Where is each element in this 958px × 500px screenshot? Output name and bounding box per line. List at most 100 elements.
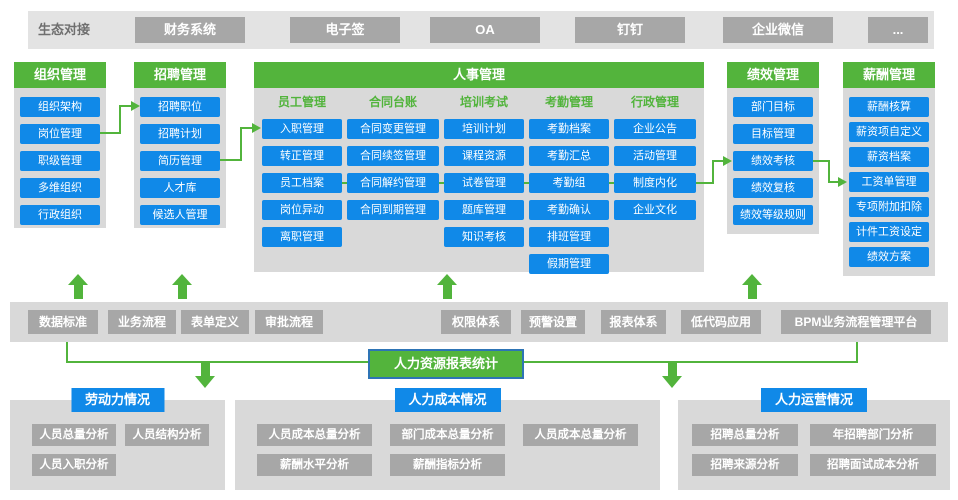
column-header: 组织管理 [14, 62, 106, 88]
module-item[interactable]: 试卷管理 [444, 173, 524, 193]
analysis-item[interactable]: 人员总量分析 [32, 424, 116, 446]
module-item[interactable]: 部门目标 [733, 97, 813, 117]
module-item[interactable]: 制度内化 [614, 173, 696, 193]
module-item[interactable]: 转正管理 [262, 146, 342, 166]
platform-button[interactable]: 业务流程 [108, 310, 176, 334]
module-item[interactable]: 专项附加扣除 [849, 197, 929, 217]
platform-button[interactable]: 数据标准 [28, 310, 98, 334]
column-salary: 薪酬管理 薪酬核算 薪资项自定义 薪资档案 工资单管理 专项附加扣除 计件工资设… [843, 62, 935, 276]
module-item[interactable]: 多维组织 [20, 178, 100, 198]
analysis-item[interactable]: 薪酬水平分析 [257, 454, 372, 476]
module-item[interactable]: 假期管理 [529, 254, 609, 274]
arrow-up-icon [437, 274, 457, 299]
eco-system-button-more[interactable]: ... [868, 17, 928, 43]
panel-cost: 人力成本情况 人员成本总量分析 部门成本总量分析 人员成本总量分析 薪酬水平分析… [235, 388, 660, 490]
module-item[interactable]: 绩效方案 [849, 247, 929, 267]
module-item[interactable]: 薪资档案 [849, 147, 929, 167]
column-header: 人事管理 [254, 62, 704, 88]
module-item[interactable]: 目标管理 [733, 124, 813, 144]
analysis-item[interactable]: 人员成本总量分析 [257, 424, 372, 446]
analysis-item[interactable]: 部门成本总量分析 [390, 424, 505, 446]
platform-button[interactable]: BPM业务流程管理平台 [781, 310, 931, 334]
analysis-item[interactable]: 年招聘部门分析 [810, 424, 936, 446]
eco-label: 生态对接 [38, 22, 91, 37]
module-item[interactable]: 岗位异动 [262, 200, 342, 220]
module-item[interactable]: 考勤组 [529, 173, 609, 193]
platform-bar: 数据标准 业务流程 表单定义 审批流程 权限体系 预警设置 报表体系 低代码应用… [10, 302, 948, 342]
connector-line [828, 181, 840, 183]
platform-button[interactable]: 表单定义 [181, 310, 249, 334]
eco-system-button[interactable]: 财务系统 [135, 17, 245, 43]
module-item[interactable]: 岗位管理 [20, 124, 100, 144]
module-item[interactable]: 候选人管理 [140, 205, 220, 225]
module-item[interactable]: 员工档案 [262, 173, 342, 193]
module-item[interactable]: 招聘职位 [140, 97, 220, 117]
analysis-item[interactable]: 人员结构分析 [125, 424, 209, 446]
module-item[interactable]: 薪资项自定义 [849, 122, 929, 142]
module-item[interactable]: 企业文化 [614, 200, 696, 220]
arrow-up-icon [172, 274, 192, 299]
module-item[interactable]: 计件工资设定 [849, 222, 929, 242]
group-training: 培训考试 培训计划 课程资源 试卷管理 题库管理 知识考核 [444, 92, 524, 247]
module-item[interactable]: 考勤汇总 [529, 146, 609, 166]
module-item[interactable]: 知识考核 [444, 227, 524, 247]
analysis-item[interactable]: 薪酬指标分析 [390, 454, 505, 476]
column-header: 招聘管理 [134, 62, 226, 88]
module-item[interactable]: 题库管理 [444, 200, 524, 220]
hr-report-box[interactable]: 人力资源报表统计 [368, 349, 524, 379]
analysis-item[interactable]: 人员成本总量分析 [523, 424, 638, 446]
module-item[interactable]: 薪酬核算 [849, 97, 929, 117]
platform-button[interactable]: 报表体系 [601, 310, 666, 334]
platform-button[interactable]: 审批流程 [255, 310, 323, 334]
column-header: 绩效管理 [727, 62, 819, 88]
module-item[interactable]: 绩效考核 [733, 151, 813, 171]
module-item[interactable]: 考勤确认 [529, 200, 609, 220]
analysis-item[interactable]: 招聘面试成本分析 [810, 454, 936, 476]
module-item[interactable]: 合同到期管理 [347, 200, 439, 220]
module-item[interactable]: 考勤档案 [529, 119, 609, 139]
module-item[interactable]: 绩效等级规则 [733, 205, 813, 225]
module-item[interactable]: 行政组织 [20, 205, 100, 225]
module-item[interactable]: 入职管理 [262, 119, 342, 139]
eco-system-button[interactable]: 钉钉 [575, 17, 685, 43]
module-item[interactable]: 简历管理 [140, 151, 220, 171]
module-item[interactable]: 人才库 [140, 178, 220, 198]
connector-line [121, 105, 132, 107]
platform-button[interactable]: 预警设置 [521, 310, 585, 334]
module-item[interactable]: 绩效复核 [733, 178, 813, 198]
module-item[interactable]: 活动管理 [614, 146, 696, 166]
group-title: 行政管理 [630, 95, 679, 109]
module-item[interactable]: 课程资源 [444, 146, 524, 166]
analysis-item[interactable]: 招聘总量分析 [692, 424, 798, 446]
group-employee: 员工管理 入职管理 转正管理 员工档案 岗位异动 离职管理 [262, 92, 342, 247]
group-admin: 行政管理 企业公告 活动管理 制度内化 企业文化 [614, 92, 696, 220]
connector-line [828, 160, 830, 183]
group-attendance: 考勤管理 考勤档案 考勤汇总 考勤组 考勤确认 排班管理 假期管理 [529, 92, 609, 274]
module-item[interactable]: 合同解约管理 [347, 173, 439, 193]
eco-system-button[interactable]: 电子签 [290, 17, 400, 43]
module-item[interactable]: 职级管理 [20, 151, 100, 171]
column-performance: 绩效管理 部门目标 目标管理 绩效考核 绩效复核 绩效等级规则 [727, 62, 819, 234]
connector-line [712, 160, 714, 184]
connector-line [714, 160, 724, 162]
module-item[interactable]: 合同变更管理 [347, 119, 439, 139]
arrow-up-icon [68, 274, 88, 299]
module-item[interactable]: 企业公告 [614, 119, 696, 139]
module-item[interactable]: 合同续签管理 [347, 146, 439, 166]
group-title: 合同台账 [368, 95, 417, 109]
module-item[interactable]: 离职管理 [262, 227, 342, 247]
module-item[interactable]: 招聘计划 [140, 124, 220, 144]
module-item[interactable]: 排班管理 [529, 227, 609, 247]
platform-button[interactable]: 权限体系 [441, 310, 511, 334]
eco-system-button[interactable]: 企业微信 [723, 17, 833, 43]
eco-system-button[interactable]: OA [430, 17, 540, 43]
group-title: 员工管理 [277, 95, 326, 109]
module-item[interactable]: 工资单管理 [849, 172, 929, 192]
module-item[interactable]: 培训计划 [444, 119, 524, 139]
platform-button[interactable]: 低代码应用 [681, 310, 761, 334]
analysis-item[interactable]: 人员入职分析 [32, 454, 116, 476]
analysis-item[interactable]: 招聘来源分析 [692, 454, 798, 476]
panel-header: 人力成本情况 [394, 388, 501, 412]
module-item[interactable]: 组织架构 [20, 97, 100, 117]
